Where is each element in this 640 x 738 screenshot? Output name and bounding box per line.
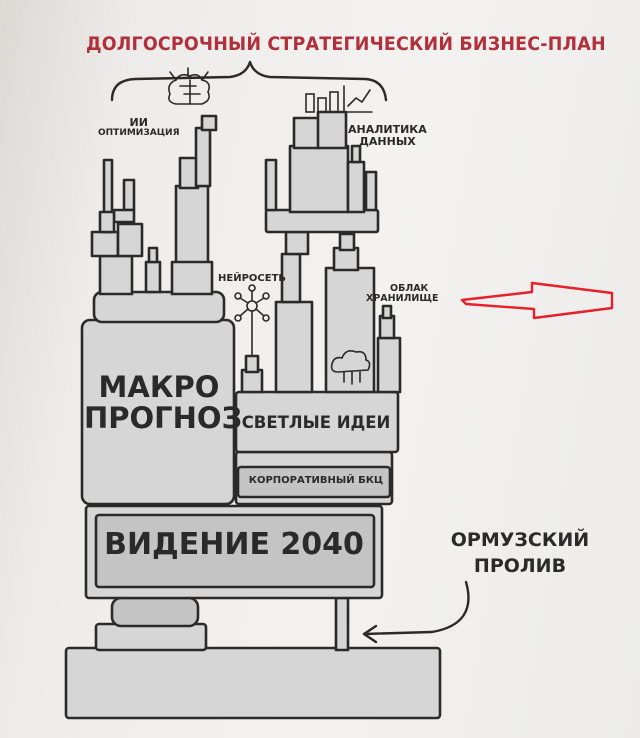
neural-network-icon [234,284,270,357]
vision-inner [94,513,376,589]
analytics-top2 [316,110,348,150]
bar-chart-icon [305,85,373,113]
label-cloud-line2: ХРАНИЛИЩЕ [366,292,439,304]
bkc-inner [236,465,392,499]
base-slab-top [94,622,208,652]
analytics-stick [264,158,278,212]
label-analytics-line1: АНАЛИТИКА [348,123,427,136]
base-slab-bottom [64,646,442,720]
label-cloud-line1: ОБЛАК [390,283,429,294]
ai-peg [144,260,162,294]
left-peg-top [244,354,260,374]
ai-stick-2 [122,178,136,212]
label-ai-line1: ИИ [129,116,148,129]
ai-column-base [170,260,214,296]
macro-cap [92,290,226,324]
label-corporate-bkc: КОРПОРАТИВНЫЙ БКЦ [248,475,384,486]
neural-pillar [274,300,314,394]
brain-circuit-icon [168,67,210,105]
analytics-shelf [264,208,380,234]
label-ai-optimization: ИИ ОПТИМИЗАЦИЯ [98,117,180,138]
label-ai-line2: ОПТИМИЗАЦИЯ [98,127,180,138]
right-peg-top2 [381,304,393,320]
ai-column-top2 [194,126,212,188]
cloud-pillar-cap [338,232,356,252]
page-title: ДОЛГОСРОЧНЫЙ СТРАТЕГИЧЕСКИЙ БИЗНЕС-ПЛАН [86,33,606,55]
analytics-stick-r [364,170,378,212]
curved-arrow-icon [362,580,470,644]
cloud-download-icon [330,350,371,385]
base-slab-center [110,596,200,628]
analytics-side [346,160,366,214]
label-strait-of-hormuz: ОРМУЗСКИЙ ПРОЛИВ [440,528,600,579]
neural-pillar-cap [284,230,310,256]
right-peg [376,336,402,394]
ai-tower-a [98,254,134,296]
label-macro-line1: МАКРО [98,370,220,404]
label-bright-ideas: СВЕТЛЫЕ ИДЕИ [241,413,391,432]
ai-stick-3 [112,208,136,224]
analytics-top [292,116,322,150]
analytics-main [288,144,350,214]
ai-column-cap [200,114,218,132]
label-hormuz-line1: ОРМУЗСКИЙ [450,529,590,551]
ai-column [174,184,210,266]
label-cloud-storage: ОБЛАК ХРАНИЛИЩЕ [366,284,438,304]
label-macro-line2: ПРОГНОЗ [84,401,243,436]
label-hormuz-line2: ПРОЛИВ [473,554,567,577]
hormuz-pillar [334,596,350,652]
label-neural-network: НЕЙРОСЕТЬ [218,273,287,284]
label-macro-forecast: МАКРО ПРОГНОЗ [84,370,243,436]
ai-peg-top [147,246,159,264]
ideas-block [234,390,400,454]
ai-stick-4 [116,222,144,258]
label-data-analytics: АНАЛИТИКА ДАННЫХ [348,124,427,147]
ai-stick-5 [98,210,116,234]
red-arrow-icon [460,281,614,320]
label-vision-2040: ВИДЕНИЕ 2040 [104,527,364,562]
label-analytics-line2: ДАННЫХ [359,134,416,148]
ai-tower-b [90,230,120,258]
analytics-side-top [350,144,362,164]
title-brace [110,60,388,102]
